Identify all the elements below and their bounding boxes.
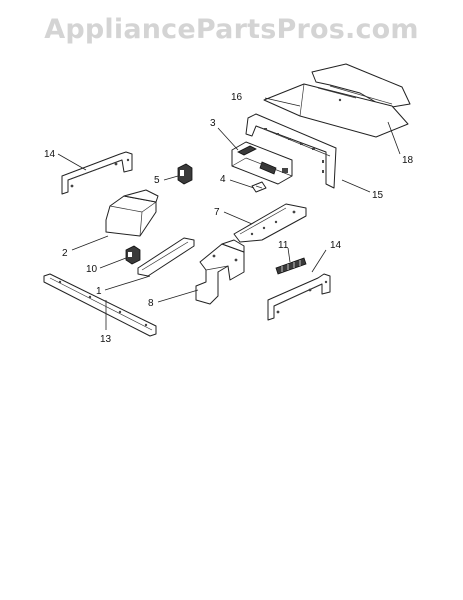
callout-1: 1 <box>96 286 102 297</box>
part-3-control-board[interactable] <box>231 141 293 185</box>
part-7-baffle[interactable] <box>233 203 307 243</box>
part-4-component[interactable] <box>251 181 267 193</box>
callout-16: 16 <box>231 92 243 103</box>
part-2-duct[interactable] <box>105 189 159 237</box>
callout-5: 5 <box>154 175 160 186</box>
leader-lines <box>57 97 401 330</box>
part-1-rail[interactable] <box>137 237 195 277</box>
callout-13: 13 <box>100 334 112 345</box>
callout-3: 3 <box>210 118 216 129</box>
part-10-switch[interactable] <box>125 245 141 265</box>
callout-4: 4 <box>220 174 226 185</box>
callout-8: 8 <box>148 298 154 309</box>
callout-14-left: 14 <box>44 149 56 160</box>
part-14-left-bracket[interactable] <box>61 151 133 195</box>
callout-18: 18 <box>402 155 414 166</box>
part-14-right-bracket[interactable] <box>267 273 331 321</box>
part-13-front-rail[interactable] <box>43 273 157 337</box>
part-5-switch[interactable] <box>177 163 193 185</box>
callout-10: 10 <box>86 264 98 275</box>
part-16-panel[interactable] <box>263 83 409 138</box>
callout-14-right: 14 <box>330 240 342 251</box>
callout-15: 15 <box>372 190 384 201</box>
callout-2: 2 <box>62 248 68 259</box>
part-15-control-bracket[interactable] <box>245 113 337 189</box>
part-8-bracket[interactable] <box>195 239 245 305</box>
part-11-terminal-block[interactable] <box>275 257 307 275</box>
watermark-logo-text: AppliancePartsPros.com <box>44 14 419 45</box>
callout-7: 7 <box>214 207 220 218</box>
callout-11: 11 <box>278 240 289 251</box>
